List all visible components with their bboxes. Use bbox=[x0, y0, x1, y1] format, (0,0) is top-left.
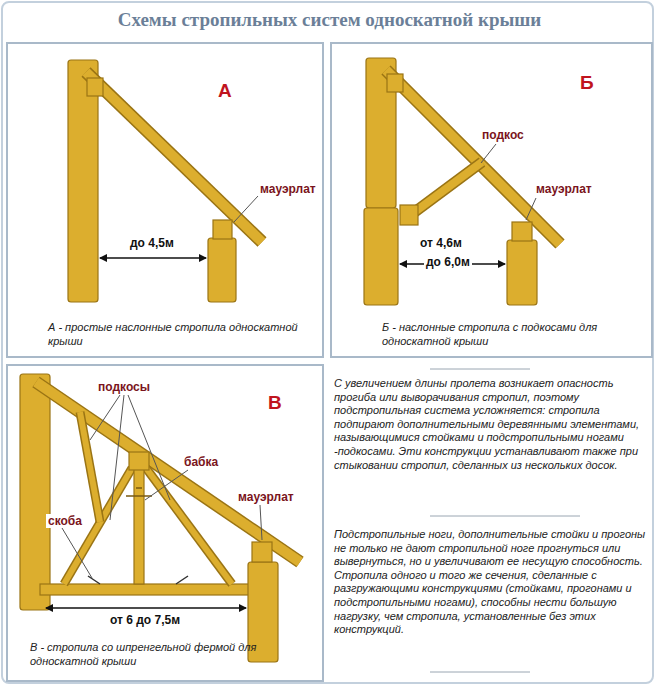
explanatory-note: С увеличением длины пролета возникает оп… bbox=[334, 377, 646, 472]
panel-caption: А - простые наслонные стропила односкатн… bbox=[48, 320, 298, 348]
part-name: подкос bbox=[480, 128, 526, 142]
panel-letter: Б bbox=[580, 72, 594, 94]
diagram-title: Схемы стропильных систем односкатной кры… bbox=[0, 9, 659, 31]
panel-letter: В bbox=[268, 392, 282, 414]
part-name: мауэрлат bbox=[534, 182, 594, 196]
panel-caption: В - стропила со шпренгельной фермой для … bbox=[30, 640, 310, 668]
explanatory-note: Подстропильные ноги, дополнительные стой… bbox=[334, 528, 646, 637]
dimension: от 4,6м bbox=[418, 236, 464, 250]
dimension: от 6 до 7,5м bbox=[108, 613, 182, 627]
scheme-panel: Бподкос мауэрлат от 4,6м до 6,0м Б - наслонн… bbox=[330, 42, 653, 358]
panel-letter: А bbox=[218, 80, 232, 102]
part-name: бабка bbox=[182, 455, 220, 469]
scheme-panel: Амауэрлат до 4,5м А - простые наслонные ст… bbox=[6, 42, 324, 358]
part-name: мауэрлат bbox=[236, 490, 296, 504]
panel-caption: Б - наслонные стропила с подкосами для о… bbox=[382, 320, 632, 348]
part-name: подкосы bbox=[96, 380, 152, 394]
dimension: до 6,0м bbox=[424, 255, 472, 269]
part-name: скоба bbox=[46, 514, 84, 528]
scheme-panel: Вподкосы бабка мауэрлат скоба от 6 до 7,5м В … bbox=[6, 364, 324, 682]
dimension: до 4,5м bbox=[128, 236, 176, 250]
part-name: мауэрлат bbox=[258, 182, 318, 196]
